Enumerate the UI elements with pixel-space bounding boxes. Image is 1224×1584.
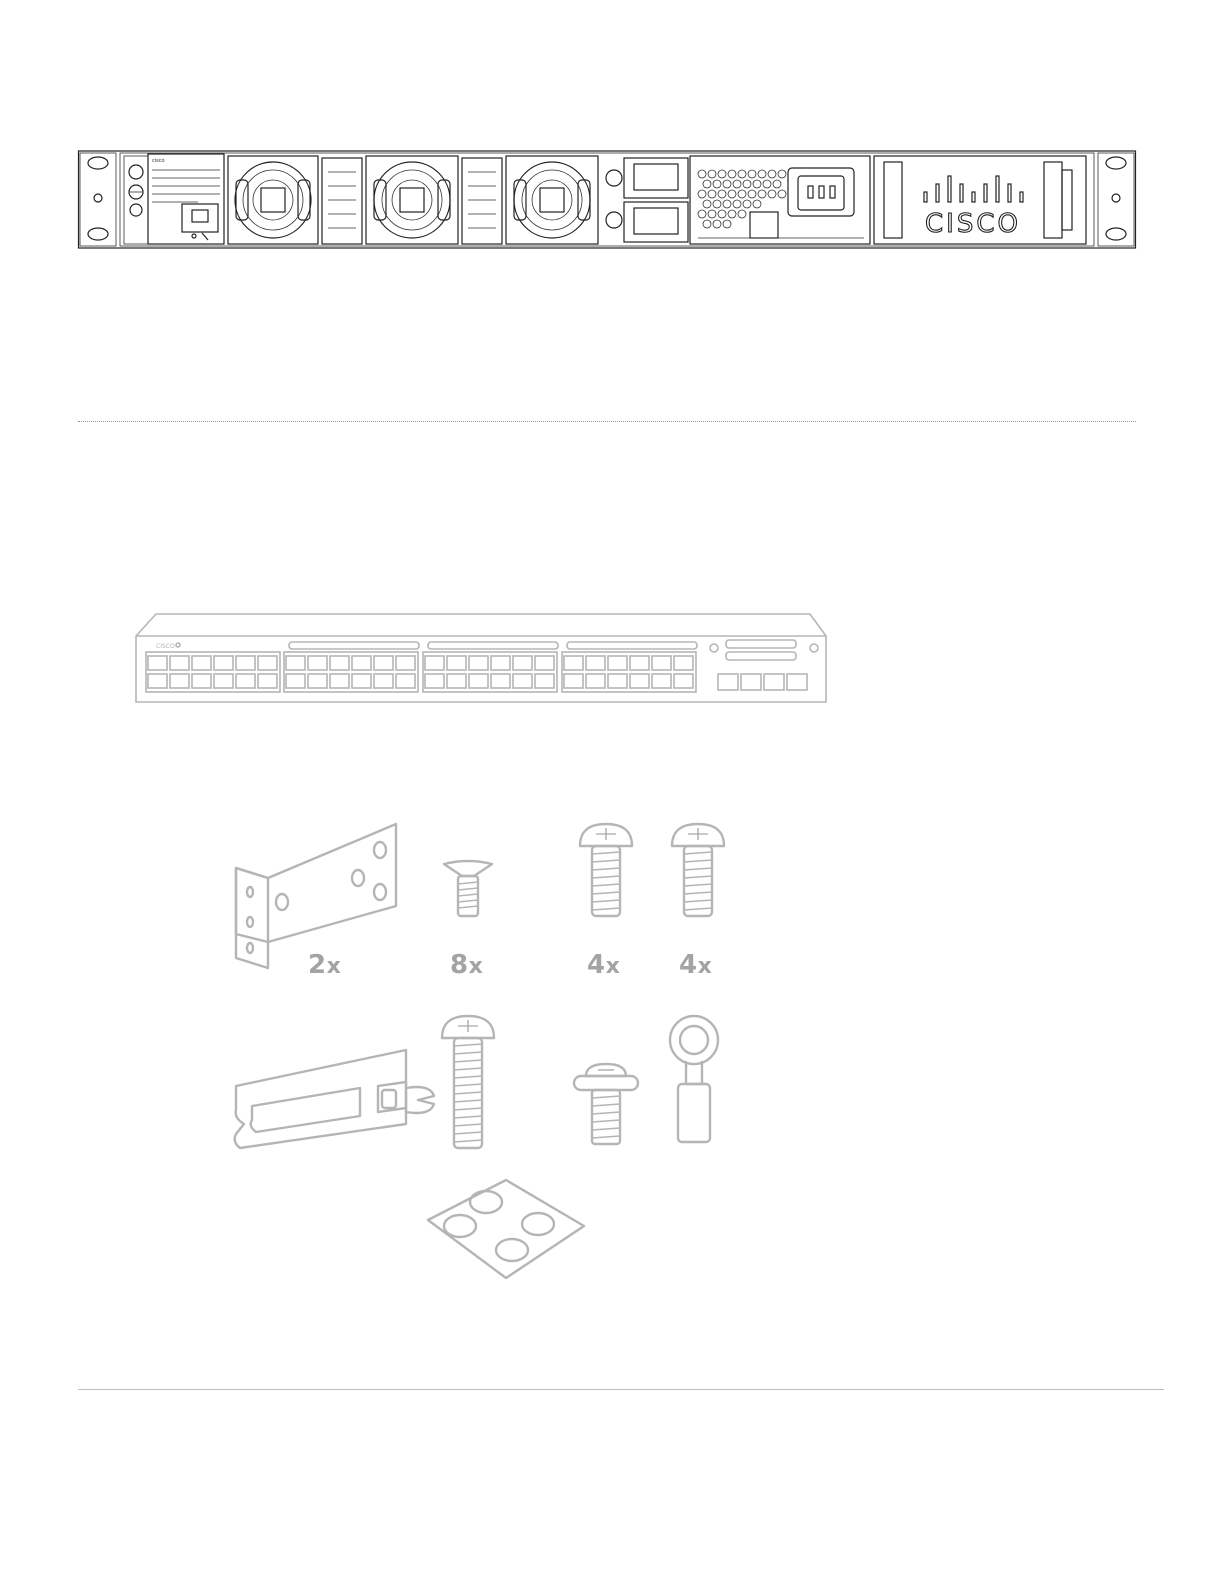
screw-thread <box>454 1124 482 1126</box>
rj45-port <box>396 674 415 688</box>
rj45-port <box>630 674 649 688</box>
rj45-port <box>286 674 305 688</box>
uplink-port <box>741 674 761 690</box>
stack-ports <box>606 158 688 242</box>
label-logo: cisco <box>152 158 165 164</box>
switch-front-illustration: CISCO <box>134 612 828 704</box>
rj45-port <box>214 656 233 670</box>
rj45-port <box>236 674 255 688</box>
flat-screw-quantity: 8x <box>450 950 483 980</box>
port-group-4 <box>562 652 696 692</box>
cable-guide-icon <box>230 1046 440 1156</box>
rj45-port <box>192 674 211 688</box>
rj45-port <box>513 674 532 688</box>
rj45-port <box>352 656 371 670</box>
port-group-2 <box>284 652 418 692</box>
rubber-feet-icon <box>424 1176 588 1282</box>
rj45-port <box>586 656 605 670</box>
section-divider-dotted <box>78 421 1136 422</box>
rj45-port <box>447 656 466 670</box>
rj45-port <box>214 674 233 688</box>
screw-thread <box>454 1076 482 1078</box>
rj45-port <box>674 674 693 688</box>
uplink-port <box>764 674 784 690</box>
rj45-port <box>608 656 627 670</box>
rj45-port <box>564 656 583 670</box>
screw-thread <box>454 1100 482 1102</box>
rj45-port <box>330 656 349 670</box>
rj45-port <box>236 656 255 670</box>
phillips-pan-screw-icon-a <box>576 822 636 922</box>
rj45-port <box>170 674 189 688</box>
rj45-port <box>608 674 627 688</box>
screw-thread <box>454 1116 482 1118</box>
long-pan-screw-icon <box>438 1014 498 1154</box>
rj45-port <box>170 656 189 670</box>
rj45-port <box>535 674 554 688</box>
switch-rear-panel-illustration: cisco <box>78 150 1136 250</box>
power-supply <box>690 156 870 244</box>
rj45-port <box>652 674 671 688</box>
uplink-port <box>787 674 807 690</box>
pan-screw-b-quantity: 4x <box>679 950 712 980</box>
rj45-port <box>352 674 371 688</box>
port-group-1 <box>146 652 280 692</box>
rj45-port <box>286 656 305 670</box>
rj45-port <box>374 674 393 688</box>
fan-module-2 <box>366 156 458 244</box>
screw-thread <box>454 1044 482 1046</box>
rj45-port <box>491 656 510 670</box>
rj45-port <box>148 656 167 670</box>
rj45-port <box>564 674 583 688</box>
rj45-port <box>674 656 693 670</box>
rj45-port <box>258 656 277 670</box>
rj45-port <box>425 674 444 688</box>
rj45-port <box>396 656 415 670</box>
uplink-port <box>718 674 738 690</box>
screw-thread <box>454 1140 482 1142</box>
rj45-port <box>308 674 327 688</box>
screw-thread <box>454 1108 482 1110</box>
pan-screw-a-quantity: 4x <box>587 950 620 980</box>
rj45-port <box>491 674 510 688</box>
rj45-port <box>586 674 605 688</box>
rear-brand-logo: CISCO <box>925 209 1021 239</box>
fan-module-3 <box>506 156 598 244</box>
rj45-port <box>469 674 488 688</box>
rj45-port <box>513 656 532 670</box>
washer-screw-icon <box>570 1062 642 1150</box>
rj45-port <box>374 656 393 670</box>
rj45-port <box>192 656 211 670</box>
screw-thread <box>454 1068 482 1070</box>
fan-module-1 <box>228 156 318 244</box>
rj45-port <box>447 674 466 688</box>
rj45-port <box>469 656 488 670</box>
flat-head-screw-icon <box>440 860 496 920</box>
ground-lug-icon <box>664 1014 724 1148</box>
screw-thread <box>454 1092 482 1094</box>
rj45-port <box>258 674 277 688</box>
screw-thread <box>454 1060 482 1062</box>
blank-slot-cover: CISCO <box>874 156 1086 244</box>
phillips-pan-screw-icon-b <box>668 822 728 922</box>
port-group-3 <box>423 652 557 692</box>
rj45-port <box>630 656 649 670</box>
rj45-port <box>652 656 671 670</box>
page-footer-rule <box>78 1389 1164 1390</box>
front-brand-logo: CISCO <box>156 643 175 650</box>
rj45-port <box>148 674 167 688</box>
screw-thread <box>454 1132 482 1134</box>
rj45-port <box>308 656 327 670</box>
rj45-port <box>425 656 444 670</box>
rj45-port <box>330 674 349 688</box>
screw-thread <box>454 1052 482 1054</box>
rj45-port <box>535 656 554 670</box>
screw-thread <box>454 1084 482 1086</box>
bracket-quantity: 2x <box>308 950 341 980</box>
